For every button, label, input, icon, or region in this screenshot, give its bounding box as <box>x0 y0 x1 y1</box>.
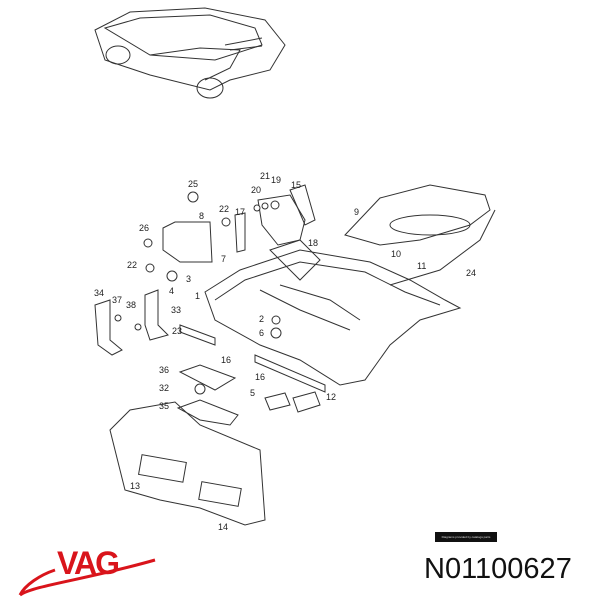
callout-label-16: 16 <box>255 372 265 382</box>
callout-label-9: 9 <box>354 207 359 217</box>
callout-label-24: 24 <box>466 268 476 278</box>
floor-pan-illustration <box>204 239 462 386</box>
callout-label-5: 5 <box>250 388 255 398</box>
callout-label-21: 21 <box>260 171 270 181</box>
callout-label-22: 22 <box>219 204 229 214</box>
callout-label-3: 3 <box>186 274 191 284</box>
callout-label-34: 34 <box>94 288 104 298</box>
callout-label-2: 2 <box>259 314 264 324</box>
callout-label-20: 20 <box>251 185 261 195</box>
svg-text:VAG: VAG <box>57 545 118 581</box>
callout-label-14: 14 <box>218 522 228 532</box>
bracket-parts <box>94 184 326 426</box>
callout-label-7: 7 <box>221 254 226 264</box>
callout-label-26: 26 <box>139 223 149 233</box>
callout-label-35: 35 <box>159 401 169 411</box>
callout-label-1: 1 <box>195 291 200 301</box>
callout-label-8: 8 <box>199 211 204 221</box>
callout-label-6: 6 <box>259 328 264 338</box>
callout-label-22: 22 <box>127 260 137 270</box>
callout-label-15: 15 <box>291 180 301 190</box>
car-overview-illustration <box>94 7 286 99</box>
callout-label-17: 17 <box>235 207 245 217</box>
vag-logo: VAG <box>18 545 156 597</box>
callout-label-19: 19 <box>271 175 281 185</box>
callout-label-11: 11 <box>417 261 426 271</box>
callout-label-33: 33 <box>171 305 181 315</box>
callout-label-13: 13 <box>130 481 140 491</box>
callout-label-38: 38 <box>126 300 136 310</box>
callout-label-18: 18 <box>308 238 318 248</box>
callout-label-16: 16 <box>221 355 231 365</box>
callout-label-32: 32 <box>159 383 169 393</box>
rear-shelf-illustration <box>344 184 496 286</box>
callout-label-23: 23 <box>172 326 182 336</box>
front-floor-illustration <box>109 401 266 526</box>
callout-label-10: 10 <box>391 249 401 259</box>
callout-label-4: 4 <box>169 286 174 296</box>
callout-label-12: 12 <box>326 392 336 402</box>
callout-label-37: 37 <box>112 295 122 305</box>
part-number: N01100627 <box>424 553 572 585</box>
diagram-credit: Diagrams provided by catalogs parts <box>435 532 497 542</box>
callout-label-25: 25 <box>188 179 198 189</box>
callout-label-36: 36 <box>159 365 169 375</box>
